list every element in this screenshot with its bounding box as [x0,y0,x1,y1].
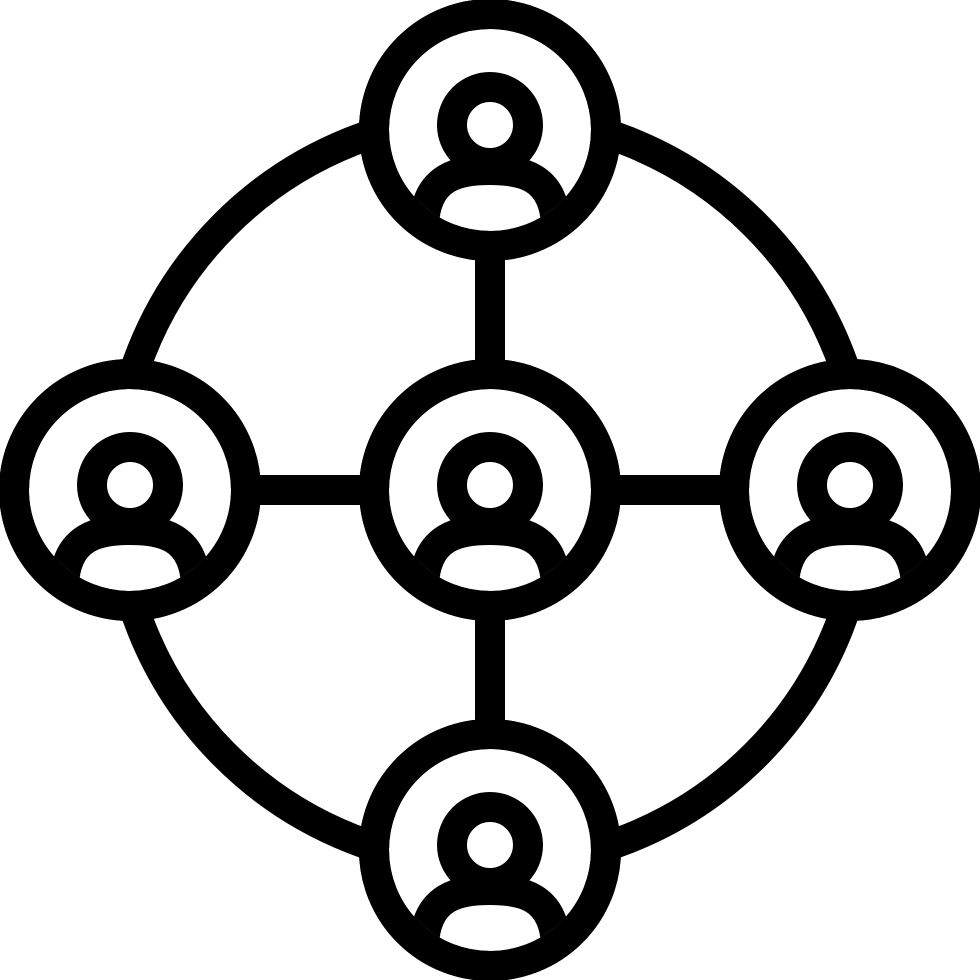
user-node-right [719,359,980,621]
user-icon [409,792,571,947]
user-body [49,515,211,587]
node-ring [719,359,980,621]
node-ring [359,0,621,261]
user-node-bottom [359,719,621,980]
user-body [409,155,571,227]
user-head [437,432,543,538]
user-icon [49,432,211,587]
user-node-left [0,359,261,621]
user-head [797,432,903,538]
user-head [437,792,543,898]
user-node-center [359,359,621,621]
user-icon [409,72,571,227]
node-ring [0,359,261,621]
user-body [409,515,571,587]
user-icon [769,432,931,587]
user-body [769,515,931,587]
node-ring [359,719,621,980]
user-head [77,432,183,538]
user-node-top [359,0,621,261]
user-body [409,875,571,947]
node-ring [359,359,621,621]
user-icon [409,432,571,587]
user-head [437,72,543,178]
